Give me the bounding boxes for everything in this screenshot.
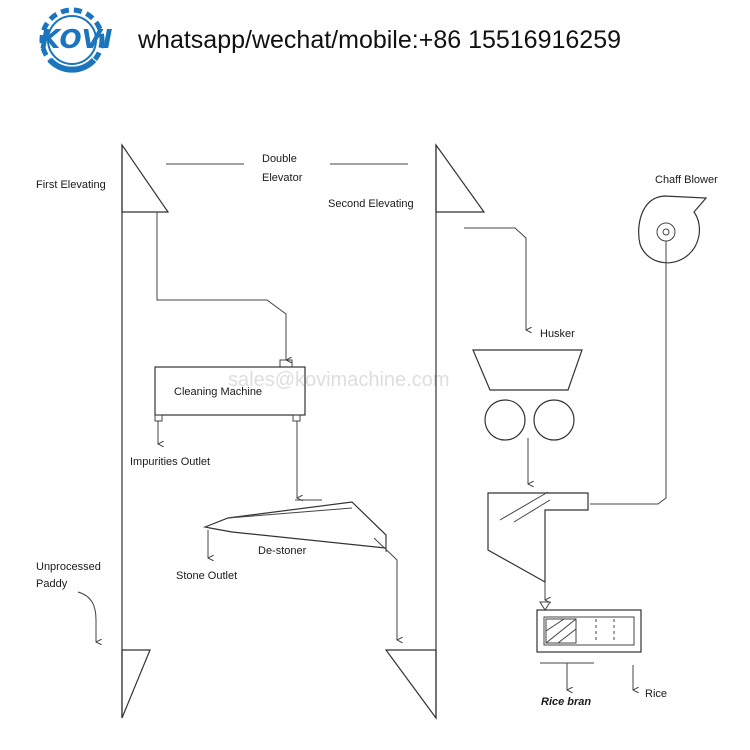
label-first-elevating: First Elevating [36, 179, 106, 191]
husker [472, 349, 583, 391]
logo-text: KOVI [40, 25, 113, 55]
label-cleaning-machine: Cleaning Machine [174, 386, 262, 398]
label-chaff-blower: Chaff Blower [655, 174, 718, 186]
label-second-elevating: Second Elevating [328, 198, 414, 210]
label-unprocessed-paddy-2: Paddy [36, 578, 68, 590]
logo: KOVI [39, 7, 113, 73]
first-elevator [121, 143, 170, 719]
separator-hopper [487, 491, 589, 584]
label-impurities-outlet: Impurities Outlet [130, 456, 210, 468]
label-rice-bran: Rice bran [541, 696, 591, 708]
de-stoner [202, 499, 387, 549]
rice-grader [536, 609, 642, 653]
label-husker: Husker [540, 328, 575, 340]
contact-info: whatsapp/wechat/mobile:+86 15516916259 [137, 26, 621, 54]
husking-rollers [484, 399, 575, 441]
label-rice: Rice [645, 688, 667, 700]
watermark: sales@kovimachine.com [228, 369, 450, 391]
label-de-stoner: De-stoner [258, 545, 307, 557]
label-unprocessed-paddy-1: Unprocessed [36, 561, 101, 573]
label-double-elevator-2: Elevator [262, 172, 303, 184]
blower-spiral-icon [656, 222, 676, 242]
label-stone-outlet: Stone Outlet [176, 570, 237, 582]
roller-icon [484, 399, 526, 441]
roller-icon [533, 399, 575, 441]
gear-logo-icon [39, 7, 105, 73]
chaff-blower [638, 195, 708, 264]
second-elevator [384, 143, 486, 720]
label-double-elevator-1: Double [262, 153, 297, 165]
